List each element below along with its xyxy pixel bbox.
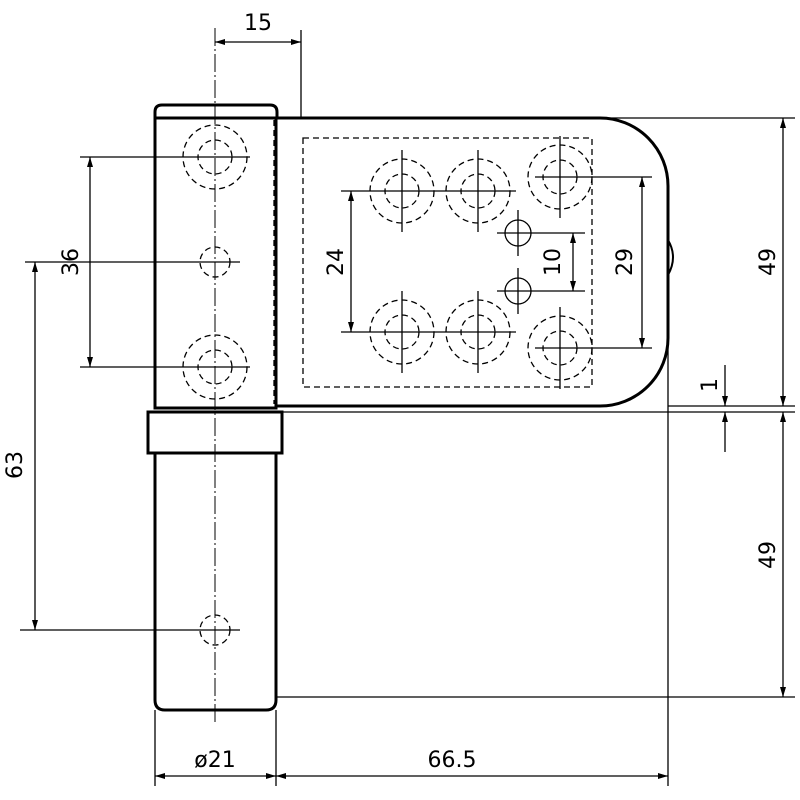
dim-36-label: 36 <box>59 248 84 276</box>
dim-10-label: 10 <box>541 248 566 276</box>
upper-knuckle <box>153 103 279 410</box>
dim-63-label: 63 <box>3 451 28 479</box>
dimension-lines <box>20 30 795 786</box>
dim-29-label: 29 <box>613 248 638 276</box>
dim-15-label: 15 <box>244 11 272 36</box>
dim-diameter-label: ø21 <box>194 748 235 773</box>
dim-49-lower-label: 49 <box>756 541 781 569</box>
dim-24-label: 24 <box>324 248 349 276</box>
leaf-plate <box>276 116 674 408</box>
dim-49-upper-label: 49 <box>756 248 781 276</box>
dim-66-5-label: 66.5 <box>428 748 477 773</box>
dim-1-label: 1 <box>698 378 723 392</box>
holes <box>180 124 600 400</box>
